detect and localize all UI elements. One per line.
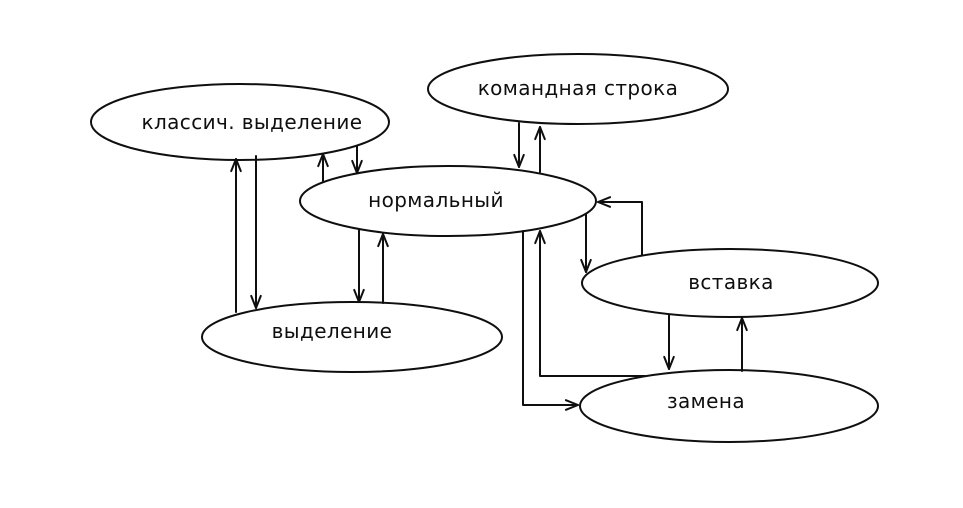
node-insert: вставка: [581, 248, 879, 318]
arrowhead-icon: [317, 153, 329, 168]
node-classic-selection: классич. выделение: [90, 83, 390, 161]
node-insert-ellipse: [581, 248, 879, 318]
node-selection-label: выделение: [272, 319, 393, 343]
edge-insert-to-normal-line: [597, 201, 643, 256]
node-command-line-label: командная строка: [478, 76, 679, 100]
edge-normal-to-insert: [580, 213, 592, 273]
edge-command-line-to-normal: [513, 122, 525, 168]
node-normal-label: нормальный: [368, 188, 504, 212]
edge-classic-selection-to-normal: [351, 145, 363, 174]
node-classic-selection-label: классич. выделение: [141, 110, 362, 134]
node-replace-ellipse: [579, 369, 879, 443]
edge-normal-to-classic-selection: [317, 153, 329, 182]
edge-normal-to-replace: [522, 230, 579, 411]
arrowhead-icon: [230, 158, 242, 173]
node-normal: нормальный: [299, 165, 597, 237]
node-command-line-ellipse: [427, 53, 729, 125]
node-insert-label: вставка: [688, 270, 774, 294]
arrowhead-icon: [351, 159, 363, 174]
arrowhead-icon: [353, 288, 365, 303]
arrowhead-icon: [580, 258, 592, 273]
edge-insert-to-normal: [597, 196, 643, 256]
node-classic-selection-ellipse: [90, 83, 390, 161]
arrowhead-icon: [736, 317, 748, 332]
arrowhead-icon: [534, 126, 546, 141]
arrowhead-icon: [564, 399, 579, 411]
edge-selection-to-normal: [377, 233, 389, 304]
arrowhead-icon: [377, 233, 389, 248]
arrowhead-icon: [597, 196, 612, 208]
edge-insert-to-replace: [663, 314, 675, 370]
arrowhead-icon: [534, 230, 546, 245]
node-selection: выделение: [201, 301, 503, 373]
edge-normal-to-selection: [353, 229, 365, 303]
node-command-line: командная строка: [427, 53, 729, 125]
edge-selection-to-classic-selection: [230, 158, 242, 313]
edge-replace-to-normal-line: [539, 230, 646, 377]
arrowhead-icon: [663, 355, 675, 370]
node-normal-ellipse: [299, 165, 597, 237]
arrowhead-icon: [513, 153, 525, 168]
edge-classic-selection-to-selection: [250, 155, 262, 309]
edge-normal-to-command-line: [534, 126, 546, 173]
arrowhead-icon: [250, 294, 262, 309]
edge-replace-to-normal: [534, 230, 646, 377]
node-replace-label: замена: [667, 389, 745, 413]
edge-replace-to-insert: [736, 317, 748, 372]
node-selection-ellipse: [201, 301, 503, 373]
node-replace: замена: [579, 369, 879, 443]
edge-normal-to-replace-line: [522, 230, 579, 406]
